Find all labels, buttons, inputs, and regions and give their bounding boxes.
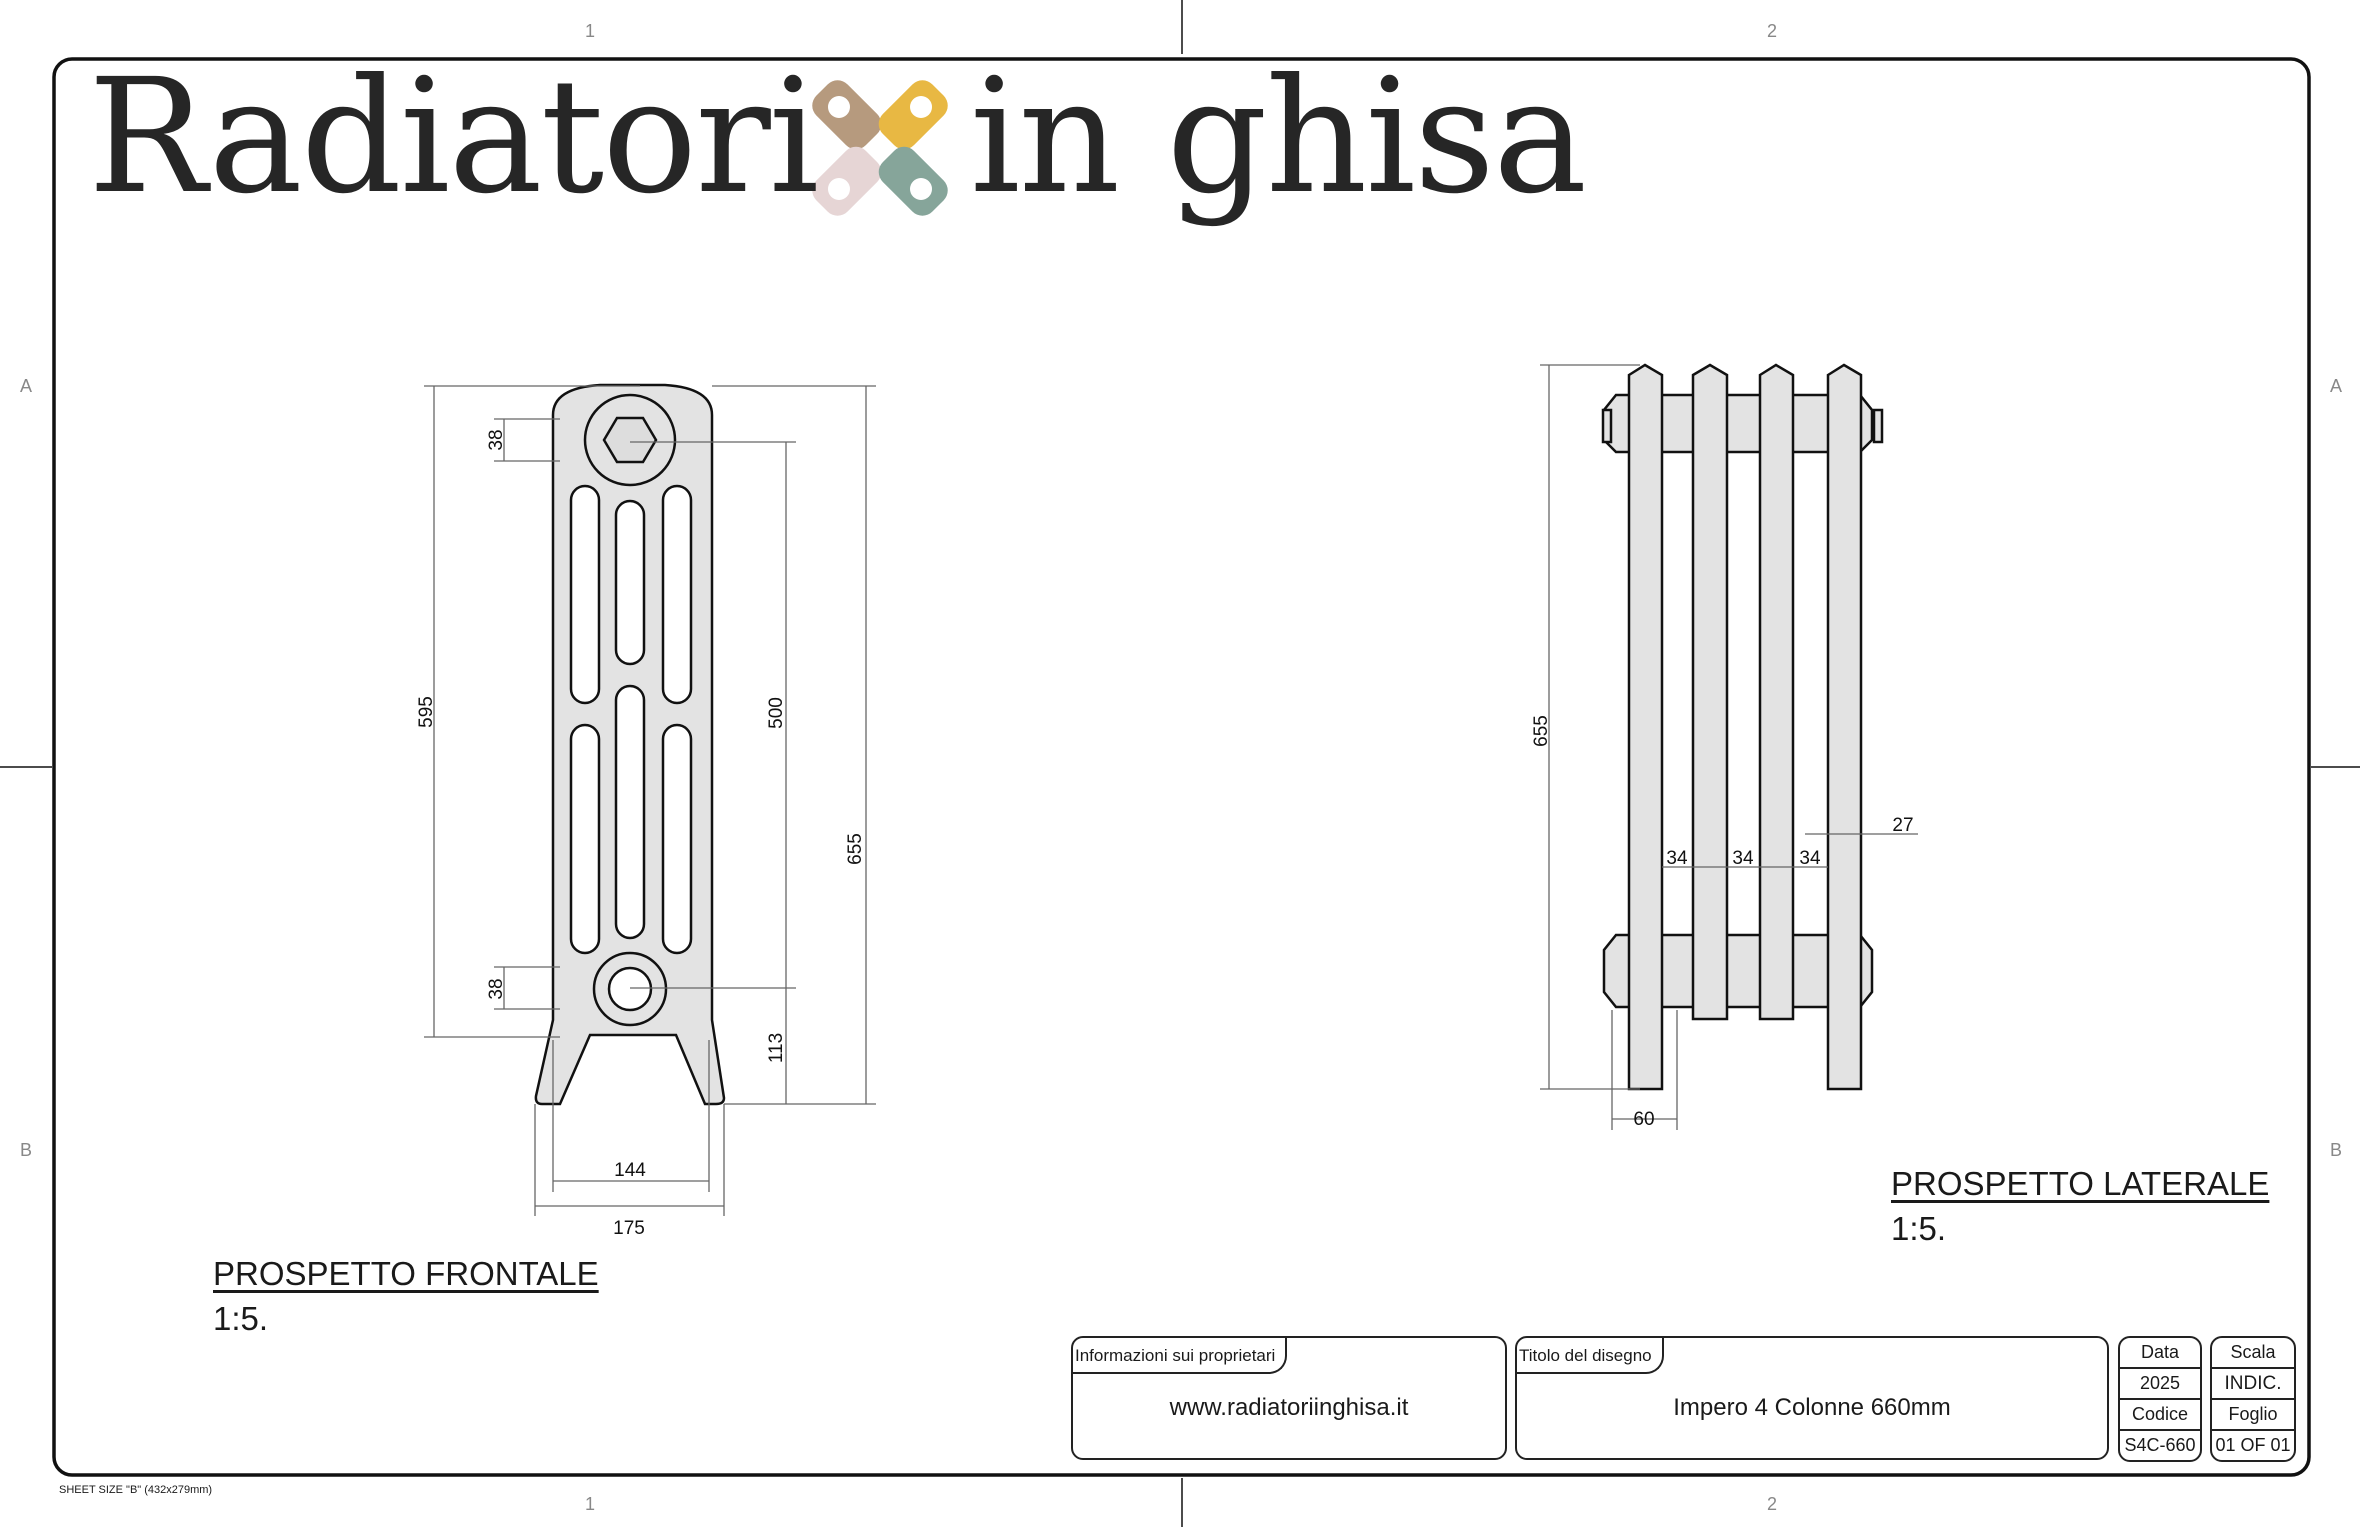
front-view-title: PROSPETTO FRONTALE	[213, 1255, 599, 1292]
side-view-drawing: 655 60 34 34 34 27	[1531, 363, 1918, 1130]
dim-500: 500	[766, 697, 787, 729]
dim-655-side: 655	[1531, 715, 1552, 747]
sheet-size-note: SHEET SIZE "B" (432x279mm)	[59, 1484, 213, 1496]
front-slots	[569, 484, 693, 955]
scale-label: Scala	[2212, 1338, 2294, 1369]
dim-38-top: 38	[486, 429, 507, 450]
grid-row-a-left: A	[20, 376, 32, 396]
date-value: 2025	[2120, 1369, 2200, 1400]
scale-value: INDIC.	[2212, 1369, 2294, 1400]
dim-144: 144	[614, 1160, 646, 1181]
front-view-scale: 1:5.	[213, 1300, 269, 1337]
side-hubs	[1602, 393, 1874, 1009]
dim-113: 113	[766, 1033, 787, 1063]
grid-row-b-right: B	[2330, 1140, 2342, 1160]
sheet-value: 01 OF 01	[2215, 1435, 2291, 1455]
drawing-title-value: Impero 4 Colonne 660mm	[1673, 1394, 1951, 1421]
grid-col-2-bottom: 2	[1767, 1494, 1777, 1514]
date-code-box: Data 2025 Codice S4C-660	[2118, 1336, 2202, 1462]
owner-info-box: Informazioni sui proprietari www.radiato…	[1071, 1336, 1507, 1460]
sheet-border	[52, 57, 2311, 1477]
scale-sheet-box: Scala INDIC. Foglio 01 OF 01	[2210, 1336, 2296, 1462]
dim-34-third: 34	[1799, 848, 1821, 869]
grid-row-b-left: B	[20, 1140, 32, 1160]
grid-col-1-bottom: 1	[585, 1494, 595, 1514]
owner-info-label: Informazioni sui proprietari	[1073, 1338, 1288, 1374]
dim-38-bottom: 38	[486, 978, 507, 999]
grid-col-2-top: 2	[1767, 21, 1777, 41]
dim-34-first: 34	[1666, 848, 1688, 869]
front-view-drawing: 595 38 500 655 38 113 144 175	[416, 383, 876, 1239]
brand-logo-icon	[812, 80, 948, 216]
side-columns	[1627, 363, 1863, 1091]
drawing-title-label: Titolo del disegno	[1517, 1338, 1664, 1374]
grid-col-1-top: 1	[585, 21, 595, 41]
brand-name-left: Radiatori	[88, 45, 819, 229]
dim-175: 175	[613, 1218, 645, 1239]
side-view-scale: 1:5.	[1891, 1210, 1947, 1247]
front-top-plug-hex	[602, 416, 658, 464]
date-label: Data	[2120, 1338, 2200, 1369]
dim-655-front: 655	[845, 833, 866, 865]
dim-60: 60	[1633, 1109, 1654, 1130]
brand-name-right: in ghisa	[970, 45, 1587, 229]
front-bottom-port	[607, 966, 653, 1012]
owner-info-value: www.radiatoriinghisa.it	[1169, 1394, 1409, 1421]
code-value: S4C-660	[2124, 1435, 2196, 1455]
side-view-title: PROSPETTO LATERALE	[1891, 1165, 2270, 1202]
drawing-title-box: Titolo del disegno Impero 4 Colonne 660m…	[1515, 1336, 2109, 1460]
code-label: Codice	[2120, 1400, 2200, 1431]
dim-34-second: 34	[1732, 848, 1754, 869]
dim-595: 595	[416, 696, 437, 728]
grid-row-a-right: A	[2330, 376, 2342, 396]
sheet-label: Foglio	[2212, 1400, 2294, 1431]
dim-27: 27	[1892, 815, 1913, 836]
